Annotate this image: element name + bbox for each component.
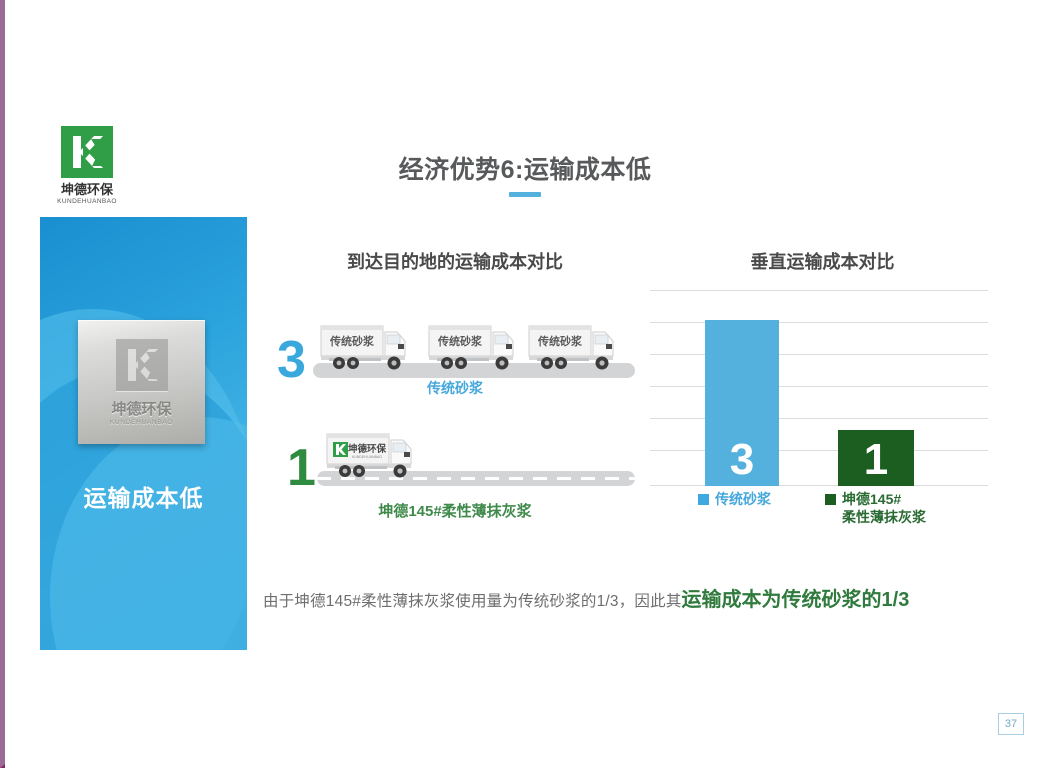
chart-gridline [650,485,988,486]
bar-value-kunde: 1 [863,435,889,484]
kunde-logo-icon [61,126,113,178]
plaque-name-en: KUNDEHUANBAO [109,418,174,426]
legend-item-traditional: 传统砂浆 [698,490,771,508]
chart-gridline [650,354,988,355]
slide-canvas: 坤德环保 KUNDEHUANBAO 经济优势6:运输成本低 坤德环保 [5,0,1042,768]
bar-value-traditional: 3 [729,435,755,484]
legend-swatch-icon [698,494,709,505]
bar-traditional: 3 [705,320,779,486]
legend-item-kunde: 坤德145# 柔性薄抹灰浆 [825,490,985,526]
truck-caption-kunde: 坤德145#柔性薄抹灰浆 [378,503,532,520]
legend-label-traditional: 传统砂浆 [715,491,771,507]
brand-logo: 坤德环保 KUNDEHUANBAO [50,126,124,206]
logo-plaque: 坤德环保 KUNDEHUANBAO [78,320,205,444]
kunde-logo-icon [115,338,168,391]
chart-title: 垂直运输成本对比 [750,252,895,272]
svg-text:传统砂浆: 传统砂浆 [329,334,375,348]
footer-caption-emphasis: 运输成本为传统砂浆的1/3 [681,589,910,611]
bar-kunde: 1 [838,430,914,486]
footer-caption-plain: 由于坤德145#柔性薄抹灰浆使用量为传统砂浆的1/3，因此其 [263,593,682,610]
title-underline [509,192,541,197]
truck-icon: 传统砂浆 [528,325,614,370]
left-feature-card: 坤德环保 KUNDEHUANBAO 运输成本低 [40,217,247,650]
chart-legend: 传统砂浆 坤德145# 柔性薄抹灰浆 [650,490,988,540]
bar-chart: 3 1 [650,290,988,486]
truck-count-traditional: 3 [277,331,306,389]
page-title: 经济优势6:运输成本低 [398,156,652,184]
truck-row-kunde: 1 坤德环保 K [277,424,635,494]
legend-label-kunde: 坤德145# [842,491,902,507]
chart-gridline [650,322,988,323]
brand-name-cn: 坤德环保 [60,182,113,197]
chart-gridline [650,418,988,419]
truck-count-kunde: 1 [287,439,316,497]
svg-text:传统砂浆: 传统砂浆 [537,334,583,348]
plaque-name-cn: 坤德环保 [111,400,172,418]
truck-section-title: 到达目的地的运输成本对比 [347,252,563,272]
chart-gridline [650,290,988,291]
svg-text:传统砂浆: 传统砂浆 [437,334,483,348]
chart-gridline [650,450,988,451]
truck-icon: 传统砂浆 [320,325,406,370]
road-lane-markings [317,477,635,480]
truck-icon: 传统砂浆 [428,325,514,370]
legend-swatch-icon [825,494,836,505]
truck-icon: 坤德环保 KUNDEHUANBAO [326,433,412,478]
left-card-caption: 运输成本低 [83,485,204,511]
chart-gridline [650,386,988,387]
svg-text:坤德环保: 坤德环保 [348,443,387,455]
footer-caption: 由于坤德145#柔性薄抹灰浆使用量为传统砂浆的1/3，因此其运输成本为传统砂浆的… [263,583,993,612]
truck-row-traditional: 3 传统砂浆 [277,316,635,386]
brand-name-en: KUNDEHUANBAO [57,198,117,205]
page-number: 37 [998,713,1024,735]
legend-label-kunde-line2: 柔性薄抹灰浆 [842,509,926,525]
truck-caption-traditional: 传统砂浆 [427,380,483,396]
svg-text:KUNDEHUANBAO: KUNDEHUANBAO [352,455,383,459]
